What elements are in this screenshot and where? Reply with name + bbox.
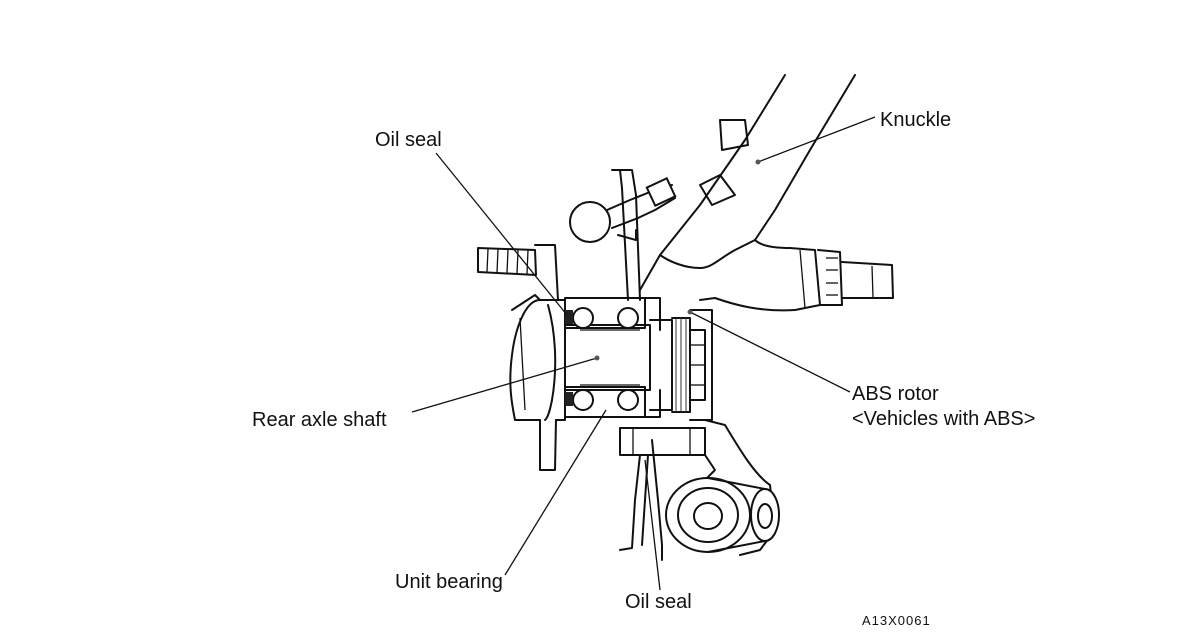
abs-sensor: [569, 169, 677, 301]
label-knuckle: Knuckle: [880, 109, 952, 131]
abs-rotor: [649, 309, 713, 421]
hub-flange: [477, 244, 559, 471]
unit-bearing: [564, 297, 661, 418]
lower-bushing: [665, 477, 780, 553]
label-oil-seal-bottom: Oil seal: [625, 591, 692, 613]
leader-abs-rotor: [689, 311, 851, 393]
label-abs-rotor: ABS rotor: [852, 383, 939, 405]
figure-code: A13X0061: [862, 613, 931, 628]
leader-oil-seal-top: [435, 152, 568, 316]
leader-knuckle: [757, 116, 876, 163]
label-abs-rotor-note: <Vehicles with ABS>: [852, 408, 1036, 430]
label-oil-seal-top: Oil seal: [375, 129, 442, 151]
axle-shaft: [555, 299, 651, 421]
label-rear-axle-shaft: Rear axle shaft: [252, 409, 387, 431]
label-unit-bearing: Unit bearing: [395, 571, 503, 593]
leader-rear-axle-shaft: [411, 357, 598, 413]
leader-unit-bearing: [504, 409, 607, 576]
knuckle-arm: [639, 74, 894, 312]
leader-oil-seal-bottom: [644, 459, 661, 591]
